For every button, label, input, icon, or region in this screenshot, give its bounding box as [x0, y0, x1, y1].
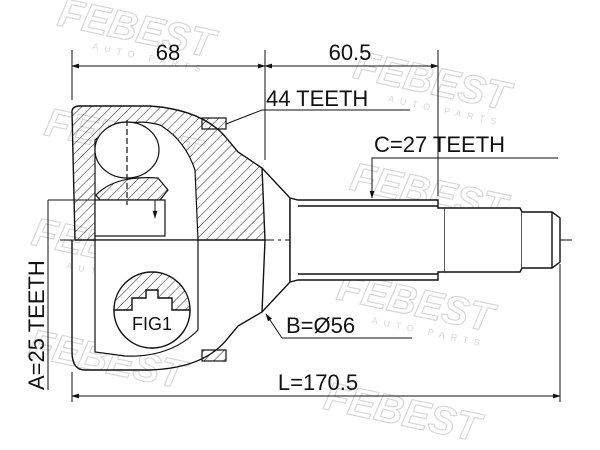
callout-seal-diameter: B=Ø56	[265, 313, 412, 339]
callout-outer-teeth-label: 44 TEETH	[266, 86, 368, 111]
dim-total-length-label: L=170.5	[278, 370, 358, 395]
callout-shaft-teeth: C=27 TEETH	[369, 132, 558, 199]
callout-inner-teeth: A=25 TEETH	[24, 199, 158, 390]
callout-inner-teeth-label: A=25 TEETH	[24, 260, 49, 390]
callout-seal-diameter-label: B=Ø56	[286, 313, 355, 338]
seal-tab-top	[201, 117, 227, 130]
dim-outer-length-label: 68	[156, 40, 180, 65]
dim-total-length: L=170.5	[71, 264, 561, 402]
fig1-detail: FIG1	[113, 271, 191, 349]
dim-stem-length-label: 60.5	[329, 40, 372, 65]
figure-label: FIG1	[132, 314, 172, 334]
callout-shaft-teeth-label: C=27 TEETH	[374, 132, 505, 157]
callout-outer-teeth: 44 TEETH	[225, 86, 410, 125]
seal-tab-bottom	[201, 349, 227, 362]
shaft	[289, 197, 561, 283]
dim-stem-length: 60.5	[264, 40, 439, 196]
